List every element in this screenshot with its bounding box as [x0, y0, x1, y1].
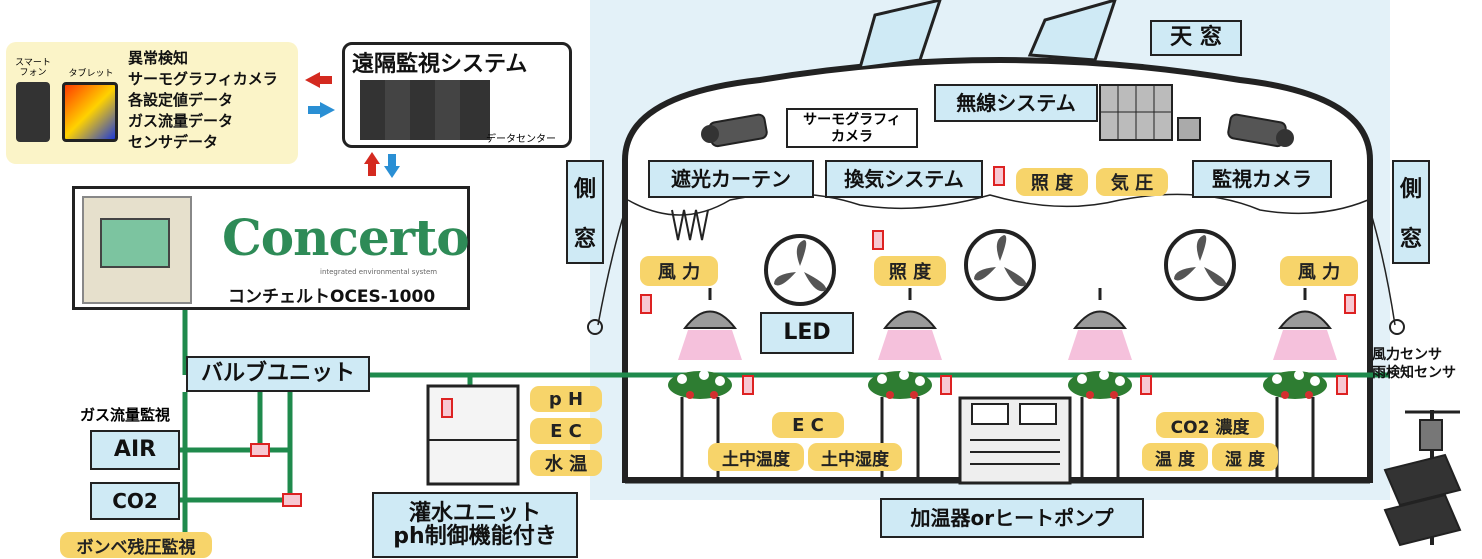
smartphone-icon: [16, 82, 50, 142]
valve-unit-box: バルブユニット: [186, 356, 370, 392]
shade-curtain-folds: [671, 209, 709, 241]
thermo-camera-box: サーモグラフィ カメラ: [786, 108, 918, 148]
camera-icon: [701, 113, 768, 148]
info-item: 各設定値データ: [128, 91, 234, 109]
side-winch-left: [587, 319, 603, 335]
irrigation-title: 灌水ユニット: [408, 500, 541, 526]
arrow-right-icon: [320, 102, 335, 118]
info-item: ガス流量データ: [128, 112, 234, 130]
wind-pill-left: 風 力: [640, 256, 718, 286]
side-window-left: 側 窓: [566, 160, 604, 264]
fan-icon: [764, 234, 836, 306]
soil-ec-pill: E C: [772, 412, 844, 438]
outdoor-sensor-labels: 風力センサ 雨検知センサ: [1372, 346, 1456, 382]
co2-sensor: [282, 493, 302, 507]
planter-icon: [1263, 370, 1327, 480]
server-icon: [360, 80, 490, 140]
wall-sensor-left: [640, 294, 652, 314]
skylight-box: 天 窓: [1150, 20, 1242, 56]
led-lamp-icon: [878, 288, 942, 360]
heater-icon: [958, 396, 1072, 485]
camera-icon: [1227, 113, 1294, 148]
roof-sensor: [993, 166, 1005, 186]
concerto-logo-sub: integrated environmental system: [320, 268, 438, 276]
led-lamp-icon: [1273, 288, 1337, 360]
fan-icon: [964, 229, 1036, 301]
rain-sensor-label: 雨検知センサ: [1372, 365, 1456, 381]
monitor-camera-box: 監視カメラ: [1192, 160, 1332, 198]
irrigation-subtitle: ph制御機能付き: [393, 524, 557, 549]
gas-monitor-title: ガス流量監視: [80, 406, 171, 424]
ventilation-box: 換気システム: [825, 160, 983, 198]
pressure-pill: 気 圧: [1096, 168, 1168, 196]
planter-icon: [1068, 370, 1132, 480]
curtain-line: [627, 192, 1369, 216]
side-window-right: 側 窓: [1392, 160, 1430, 264]
irrigation-ec-pill: E C: [530, 418, 602, 444]
led-lamp-icon: [1068, 288, 1132, 360]
side-winch-right: [1389, 319, 1405, 335]
arrow-up-icon: [364, 152, 380, 164]
remote-monitoring-box: [342, 42, 572, 148]
arrow-left-icon: [305, 72, 320, 88]
air-box: AIR: [90, 430, 180, 470]
irrigation-unit-box: 灌水ユニット ph制御機能付き: [372, 492, 578, 558]
info-item: センサデータ: [128, 133, 219, 151]
illuminance2-pill: 照 度: [874, 256, 946, 286]
device-label-smartphone: スマート フォン: [15, 58, 51, 78]
remote-system-title: 遠隔監視システム: [352, 52, 528, 77]
remote-info-list: 異常検知 サーモグラフィカメラ 各設定値データ ガス流量データ センサデータ: [128, 48, 278, 153]
device-label-tablet: タブレット: [68, 69, 114, 79]
controller-device-icon: [82, 196, 192, 304]
ceiling-sensor: [872, 230, 884, 250]
cylinder-pressure-pill: ボンベ残圧監視: [60, 532, 212, 558]
ph-pill: p H: [530, 386, 602, 412]
concerto-logo: Concerto: [222, 208, 470, 267]
fan-icon: [1164, 229, 1236, 301]
tank-sensor: [441, 398, 453, 418]
led-lamp-icon: [678, 288, 742, 360]
soil-humidity-pill: 土中湿度: [808, 443, 902, 471]
weather-station-icon: [1383, 410, 1462, 547]
tablet-icon: [62, 82, 118, 142]
temperature-pill: 温 度: [1142, 443, 1208, 471]
wind-sensor-label: 風力センサ: [1372, 347, 1442, 363]
soil-temp-pill: 土中温度: [708, 443, 804, 471]
illuminance-pill: 照 度: [1016, 168, 1088, 196]
wireless-panel-icon: [1099, 84, 1201, 141]
water-temp-pill: 水 温: [530, 450, 602, 476]
led-box: LED: [760, 312, 854, 354]
planter-sensor: [1140, 375, 1152, 395]
planter-sensor: [742, 375, 754, 395]
roof-vent-right: [1027, 0, 1117, 62]
co2-box: CO2: [90, 482, 180, 520]
info-item: サーモグラフィカメラ: [128, 70, 278, 88]
arrow-down-icon: [384, 166, 400, 178]
info-item: 異常検知: [128, 49, 189, 67]
controller-model: コンチェルトOCES-1000: [228, 287, 436, 307]
planter-sensor: [1336, 375, 1348, 395]
shade-curtain-box: 遮光カーテン: [648, 160, 814, 198]
wall-sensor-right: [1344, 294, 1356, 314]
co2-conc-pill: CO2 濃度: [1156, 412, 1264, 438]
roof-vent-left: [857, 0, 942, 70]
humidity-pill: 湿 度: [1212, 443, 1278, 471]
datacenter-label: データセンター: [486, 134, 556, 145]
planter-sensor: [940, 375, 952, 395]
wind-pill-right: 風 力: [1280, 256, 1358, 286]
air-sensor: [250, 443, 270, 457]
planter-icon: [668, 370, 732, 480]
heater-box: 加温器orヒートポンプ: [880, 498, 1144, 538]
wireless-system-box: 無線システム: [934, 84, 1098, 122]
remote-info-panel: [6, 42, 298, 164]
